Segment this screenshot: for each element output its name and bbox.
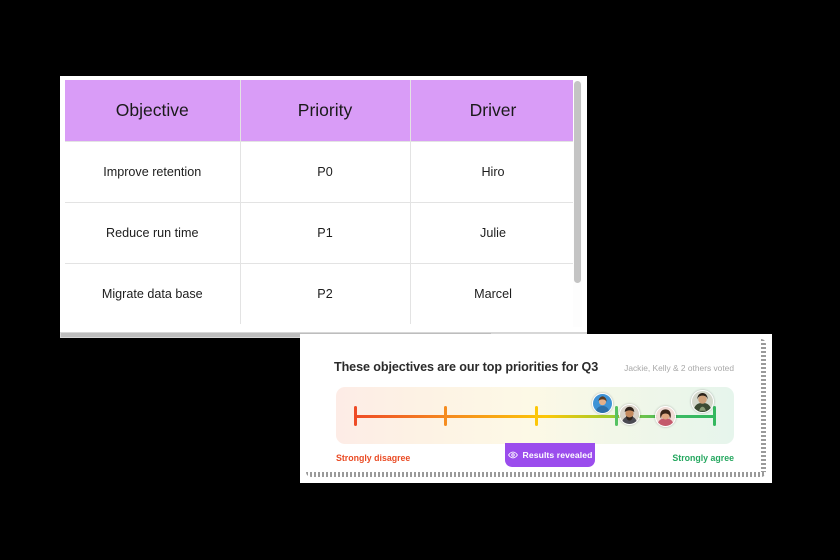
table-row[interactable]: Reduce run time P1 Julie <box>65 201 577 264</box>
cell-priority[interactable]: P0 <box>239 140 411 203</box>
table-vertical-scrollbar[interactable] <box>573 80 582 327</box>
poll-horizontal-scrollbar[interactable] <box>306 472 766 477</box>
poll-slider-track-container[interactable] <box>336 387 734 444</box>
cell-priority[interactable]: P2 <box>239 262 411 324</box>
scale-label-max: Strongly agree <box>672 453 734 463</box>
objectives-table: Objective Priority Driver Improve retent… <box>65 80 577 324</box>
slider-tick-1[interactable] <box>444 406 448 426</box>
avatar-kelly[interactable] <box>619 404 640 425</box>
cell-objective[interactable]: Improve retention <box>65 140 241 203</box>
poll-header: These objectives are our top priorities … <box>334 360 734 374</box>
cell-driver[interactable]: Julie <box>409 201 577 264</box>
results-revealed-label: Results revealed <box>522 450 593 460</box>
eye-icon <box>507 451 518 459</box>
scale-label-min: Strongly disagree <box>336 453 411 463</box>
poll-question: These objectives are our top priorities … <box>334 360 599 374</box>
cell-objective[interactable]: Reduce run time <box>65 201 241 264</box>
table-row[interactable]: Improve retention P0 Hiro <box>65 140 577 203</box>
poll-scale-labels: Strongly disagree Strongly agree <box>336 451 734 471</box>
results-revealed-badge[interactable]: Results revealed <box>505 443 595 467</box>
cell-priority[interactable]: P1 <box>239 201 411 264</box>
objectives-table-card: Objective Priority Driver Improve retent… <box>60 76 587 332</box>
slider-tick-0[interactable] <box>354 406 358 426</box>
objectives-table-scroll-area: Objective Priority Driver Improve retent… <box>65 80 582 327</box>
cell-driver[interactable]: Marcel <box>409 262 577 324</box>
table-horizontal-scrollbar-thumb[interactable] <box>61 333 491 337</box>
cell-driver[interactable]: Hiro <box>409 140 577 203</box>
poll-card: These objectives are our top priorities … <box>300 334 772 483</box>
poll-vertical-scrollbar[interactable] <box>761 339 766 477</box>
cell-objective[interactable]: Migrate data base <box>65 262 241 324</box>
slider-tick-2[interactable] <box>535 406 539 426</box>
avatar-jackie[interactable] <box>592 393 613 414</box>
poll-card-inner: These objectives are our top priorities … <box>306 339 766 477</box>
poll-voters-summary: Jackie, Kelly & 2 others voted <box>624 363 734 373</box>
column-header-driver[interactable]: Driver <box>409 80 577 142</box>
table-header-row: Objective Priority Driver <box>65 80 577 142</box>
slider-tick-3[interactable] <box>615 406 619 426</box>
avatar-voter-4[interactable] <box>691 390 714 413</box>
avatar-voter-3[interactable] <box>655 406 676 427</box>
table-row[interactable]: Migrate data base P2 Marcel <box>65 262 577 324</box>
table-vertical-scrollbar-thumb[interactable] <box>574 81 581 283</box>
slider-tick-4[interactable] <box>713 406 717 426</box>
column-header-priority[interactable]: Priority <box>239 80 411 142</box>
column-header-objective[interactable]: Objective <box>65 80 241 142</box>
